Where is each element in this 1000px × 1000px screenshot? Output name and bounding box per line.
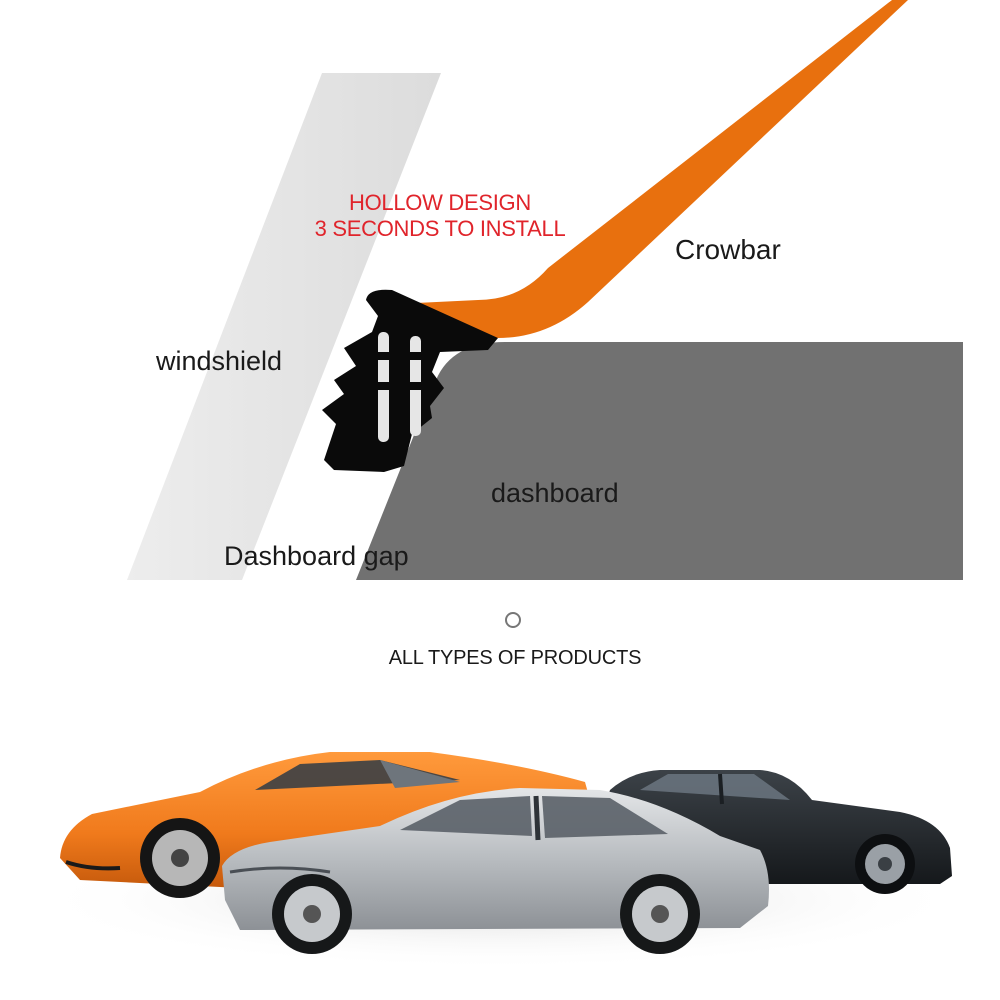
headline: HOLLOW DESIGN 3 SECONDS TO INSTALL — [300, 190, 580, 242]
section-title: ALL TYPES OF PRODUCTS — [388, 647, 642, 669]
seal-profile — [322, 289, 498, 472]
dashboard-shape — [356, 342, 963, 580]
crowbar-shape — [416, 0, 908, 338]
crowbar-label: Crowbar — [675, 234, 781, 265]
headline-line-1: HOLLOW DESIGN — [349, 190, 531, 215]
windshield-shape — [127, 73, 441, 580]
headline-line-2: 3 SECONDS TO INSTALL — [314, 216, 566, 241]
orange-sports-car — [60, 752, 590, 898]
dashboard-label: dashboard — [491, 478, 619, 508]
circle-icon — [505, 612, 521, 628]
silver-sportback-car — [222, 788, 769, 954]
windshield-label: windshield — [156, 346, 283, 376]
dashboard-gap-label: Dashboard gap — [224, 541, 409, 571]
